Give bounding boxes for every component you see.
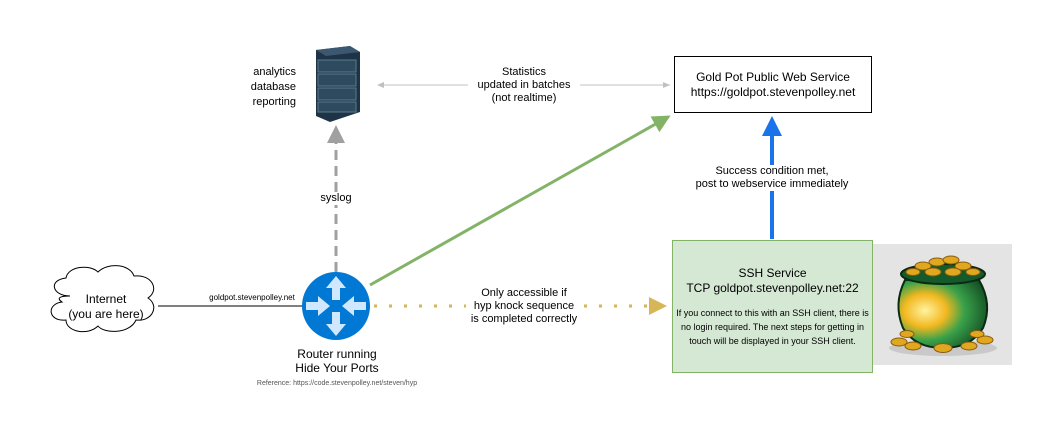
- internet-label: Internet (you are here): [68, 292, 144, 321]
- cloud-icon: [50, 265, 155, 333]
- ssh-service-node: SSH Service TCP goldpot.stevenpolley.net…: [672, 240, 873, 373]
- internet-to-router-edge-label: goldpot.stevenpolley.net: [209, 293, 295, 302]
- edge-router-to-web: [369, 115, 671, 287]
- success-edge-label: Success condition met, post to webservic…: [690, 165, 854, 191]
- ssh-service-title: SSH Service: [738, 265, 807, 280]
- server-rack-icon: [316, 46, 360, 122]
- analytics-label: analytics database reporting: [250, 66, 296, 108]
- syslog-edge-label: syslog: [314, 192, 358, 205]
- router-icon: [302, 272, 370, 340]
- web-service-title: Gold Pot Public Web Service: [696, 69, 850, 84]
- ssh-service-address: TCP goldpot.stevenpolley.net:22: [686, 280, 859, 295]
- router-reference-link: Reference: https://code.stevenpolley.net…: [256, 380, 418, 387]
- pot-of-gold-image: [873, 244, 1012, 365]
- web-service-node: Gold Pot Public Web Service https://gold…: [674, 56, 872, 113]
- pot-of-gold-icon: [889, 255, 997, 356]
- web-service-url: https://goldpot.stevenpolley.net: [690, 84, 856, 99]
- stats-edge-label: Statistics updated in batches (not realt…: [468, 66, 580, 105]
- knock-edge-label: Only accessible if hyp knock sequence is…: [466, 287, 582, 326]
- ssh-service-description: If you connect to this with an SSH clien…: [676, 307, 869, 346]
- router-label: Router running Hide Your Ports: [295, 347, 379, 375]
